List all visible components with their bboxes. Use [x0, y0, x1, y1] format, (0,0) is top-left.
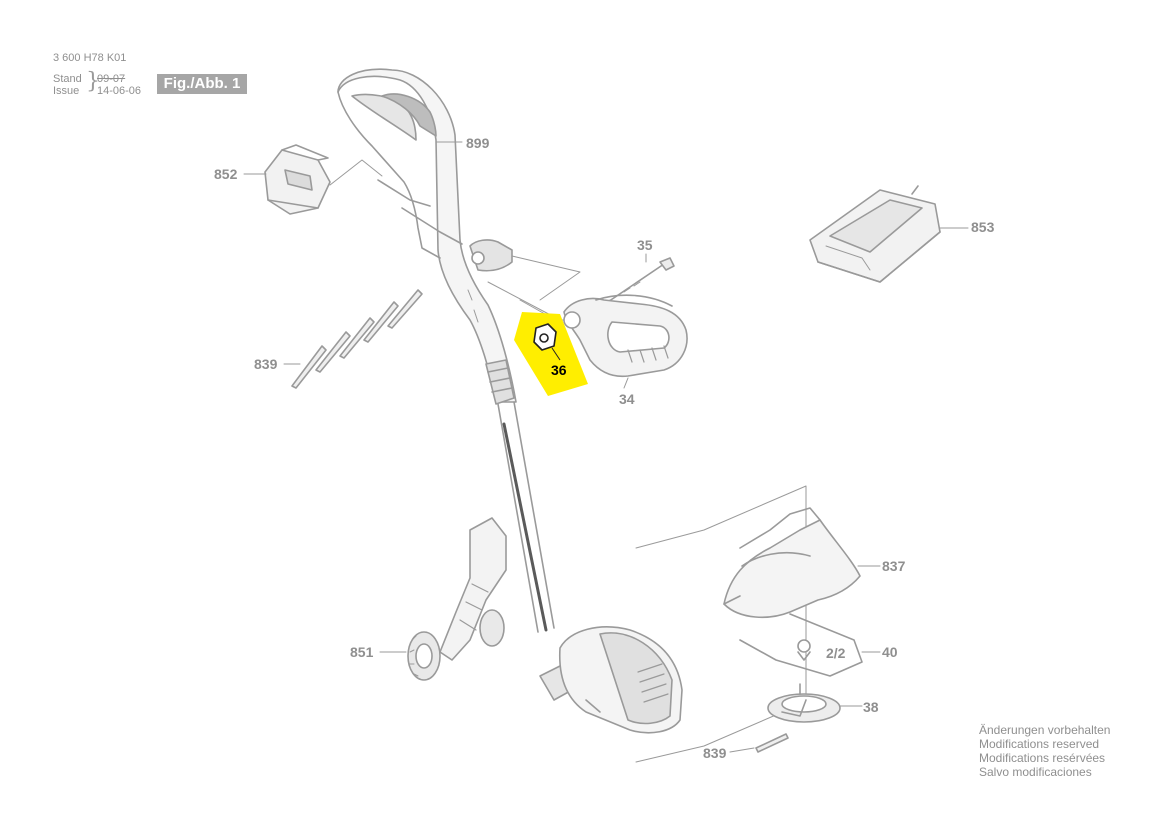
- revision-dates: 09-07 14-06-06: [97, 73, 141, 97]
- wheel-attachment-drawing: [407, 517, 507, 681]
- brace-glyph: }: [86, 69, 100, 94]
- single-blade-drawing: [755, 733, 789, 753]
- callout-2-2: 2/2: [826, 645, 846, 661]
- charger-drawing: [809, 185, 941, 283]
- callout-839-upper: 839: [254, 356, 278, 372]
- notice-line-fr: Modifications resérvées: [979, 751, 1106, 765]
- callout-853: 853: [971, 219, 995, 235]
- callout-852: 852: [214, 166, 238, 182]
- handle-shaft-drawing: [337, 68, 555, 633]
- callout-40: 40: [882, 644, 898, 660]
- callout-35: 35: [637, 237, 653, 253]
- callout-837: 837: [882, 558, 906, 574]
- callout-899: 899: [466, 135, 490, 151]
- guard-drawing: [723, 507, 861, 619]
- highlighted-nut-36[interactable]: [514, 312, 588, 396]
- spool-drawing: [767, 683, 841, 723]
- issue-date: 14-06-06: [97, 85, 142, 97]
- callout-34: 34: [619, 391, 635, 407]
- auxiliary-handle-drawing: [563, 294, 688, 378]
- stand-date: 09-07: [97, 73, 126, 85]
- part-number: 3 600 H78 K01: [53, 52, 127, 64]
- blade-set-drawing: [291, 289, 423, 389]
- issue-label: Issue: [53, 85, 80, 97]
- callout-labels: 899 852 853 35 36 34 839 837 851 2/2 40 …: [214, 135, 995, 761]
- cutter-wire-drawing: [739, 613, 863, 677]
- callout-38: 38: [863, 699, 879, 715]
- leader-lines: [243, 141, 969, 753]
- battery-pack-drawing: [264, 144, 331, 215]
- motor-housing-drawing: [539, 485, 807, 763]
- callout-839-lower: 839: [703, 745, 727, 761]
- notice-line-de: Änderungen vorbehalten: [979, 723, 1111, 737]
- stand-label: Stand: [53, 73, 82, 85]
- notice-line-en: Modifications reserved: [979, 737, 1100, 751]
- highlight-marker: [514, 312, 588, 396]
- callout-36: 36: [551, 362, 567, 378]
- modifications-notice: Änderungen vorbehalten Modifications res…: [979, 723, 1110, 779]
- figure-label: Fig./Abb. 1: [157, 74, 247, 94]
- notice-line-es: Salvo modificaciones: [979, 765, 1092, 779]
- nut-36-drawing: [533, 323, 557, 351]
- callout-851: 851: [350, 644, 374, 660]
- revision-labels: Stand Issue: [53, 73, 82, 97]
